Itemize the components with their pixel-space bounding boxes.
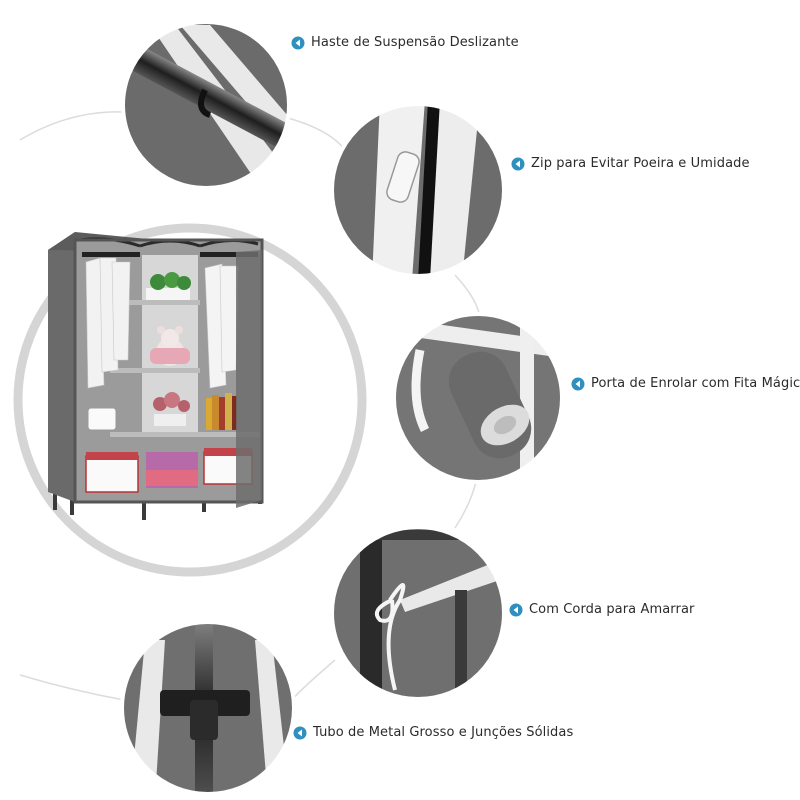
- feature-label-roll: Porta de Enrolar com Fita Mágica: [591, 376, 800, 391]
- feature-roll: Porta de Enrolar com Fita Mágica: [571, 376, 800, 391]
- feature-zip: Zip para Evitar Poeira e Umidade: [511, 156, 750, 171]
- arrow-left-icon: [571, 377, 585, 390]
- arrow-left-icon: [511, 157, 525, 170]
- feature-label-tube: Tubo de Metal Grosso e Junções Sólidas: [313, 725, 574, 740]
- detail-tube: [120, 620, 296, 796]
- wardrobe-product: [48, 232, 264, 520]
- feature-label-rope: Com Corda para Amarrar: [529, 602, 695, 617]
- arrow-left-icon: [293, 726, 307, 739]
- feature-tube: Tubo de Metal Grosso e Junções Sólidas: [293, 725, 573, 740]
- arrow-left-icon: [291, 36, 305, 49]
- detail-rope: [330, 525, 506, 701]
- detail-rod: [121, 20, 291, 190]
- guide-lines: [19, 111, 481, 701]
- feature-label-rod: Haste de Suspensão Deslizante: [311, 35, 519, 50]
- wardrobe-ring: [13, 223, 367, 577]
- arrow-left-icon: [509, 603, 523, 616]
- feature-label-zip: Zip para Evitar Poeira e Umidade: [531, 156, 750, 171]
- feature-rope: Com Corda para Amarrar: [509, 602, 694, 617]
- detail-roll-door: [392, 312, 564, 484]
- detail-zip: [330, 102, 506, 278]
- feature-rod: Haste de Suspensão Deslizante: [291, 35, 519, 50]
